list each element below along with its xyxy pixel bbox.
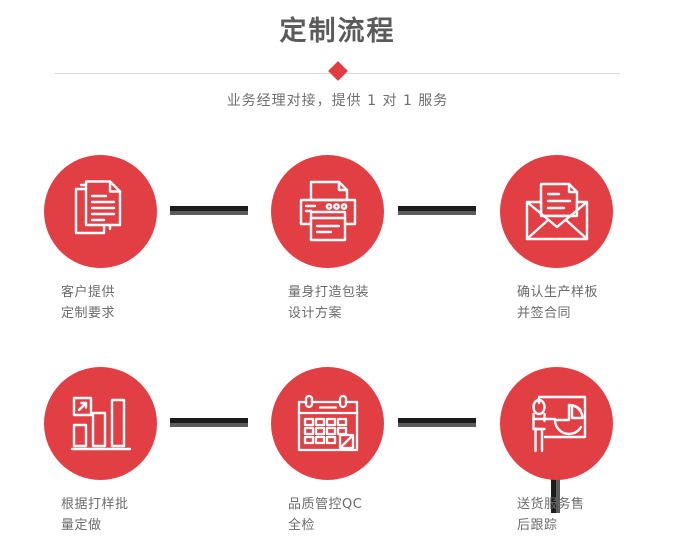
bar-chart-growth-icon xyxy=(70,396,131,450)
connector-horizontal-3 xyxy=(170,418,248,427)
presenter-piechart-icon xyxy=(531,395,586,452)
connector-dark-segment xyxy=(170,418,248,423)
connector-gray-segment xyxy=(556,477,560,513)
step-5-label: 品质管控QC 全检 xyxy=(288,497,363,533)
step-3-icon-circle xyxy=(500,155,613,268)
step-5-icon-circle xyxy=(271,367,384,480)
step-6-label: 送货服务售 后跟踪 xyxy=(517,497,585,533)
connector-dark-segment xyxy=(551,477,556,513)
connector-gray-segment xyxy=(398,211,476,215)
page-title: 定制流程 xyxy=(279,16,396,47)
header: 定制流程 业务经理对接，提供 1 对 1 服务 xyxy=(0,0,675,130)
flow-step-5[interactable]: 品质管控QC 全检 xyxy=(230,352,425,552)
step-3-label: 确认生产样板 并签合同 xyxy=(517,285,599,321)
flow-step-1[interactable]: 客户提供 定制要求 xyxy=(3,140,198,340)
flow-step-3[interactable]: 确认生产样板 并签合同 xyxy=(459,140,654,340)
flow-step-6[interactable]: 送货服务售 后跟踪 xyxy=(459,352,654,552)
connector-horizontal-1 xyxy=(170,206,248,215)
step-6-icon-circle xyxy=(500,367,613,480)
step-2-label: 量身打造包装 设计方案 xyxy=(288,285,370,321)
connector-dark-segment xyxy=(398,418,476,423)
title-divider xyxy=(55,61,620,84)
connector-vertical xyxy=(551,477,560,513)
connector-dark-segment xyxy=(170,206,248,211)
connector-horizontal-4 xyxy=(398,418,476,427)
connector-gray-segment xyxy=(170,211,248,215)
connector-horizontal-2 xyxy=(398,206,476,215)
flow-row-bottom: 根据打样批 量定做 xyxy=(0,352,675,552)
flow-step-4[interactable]: 根据打样批 量定做 xyxy=(3,352,198,552)
diamond-marker-icon xyxy=(327,61,348,81)
connector-dark-segment xyxy=(398,206,476,211)
connector-gray-segment xyxy=(398,423,476,427)
step-4-icon-circle xyxy=(44,367,157,480)
calendar-check-icon xyxy=(297,394,358,451)
envelope-document-icon xyxy=(525,182,588,240)
connector-gray-segment xyxy=(170,423,248,427)
step-1-icon-circle xyxy=(44,155,157,268)
page-subtitle: 业务经理对接，提供 1 对 1 服务 xyxy=(226,93,449,109)
flow-row-top: 客户提供 定制要求 xyxy=(0,140,675,340)
step-1-label: 客户提供 定制要求 xyxy=(61,285,116,321)
printer-icon xyxy=(299,180,356,241)
process-flow: 客户提供 定制要求 xyxy=(0,140,675,550)
step-4-label: 根据打样批 量定做 xyxy=(61,497,129,533)
documents-stack-icon xyxy=(74,179,121,234)
step-2-icon-circle xyxy=(271,155,384,268)
flow-step-2[interactable]: 量身打造包装 设计方案 xyxy=(230,140,425,340)
